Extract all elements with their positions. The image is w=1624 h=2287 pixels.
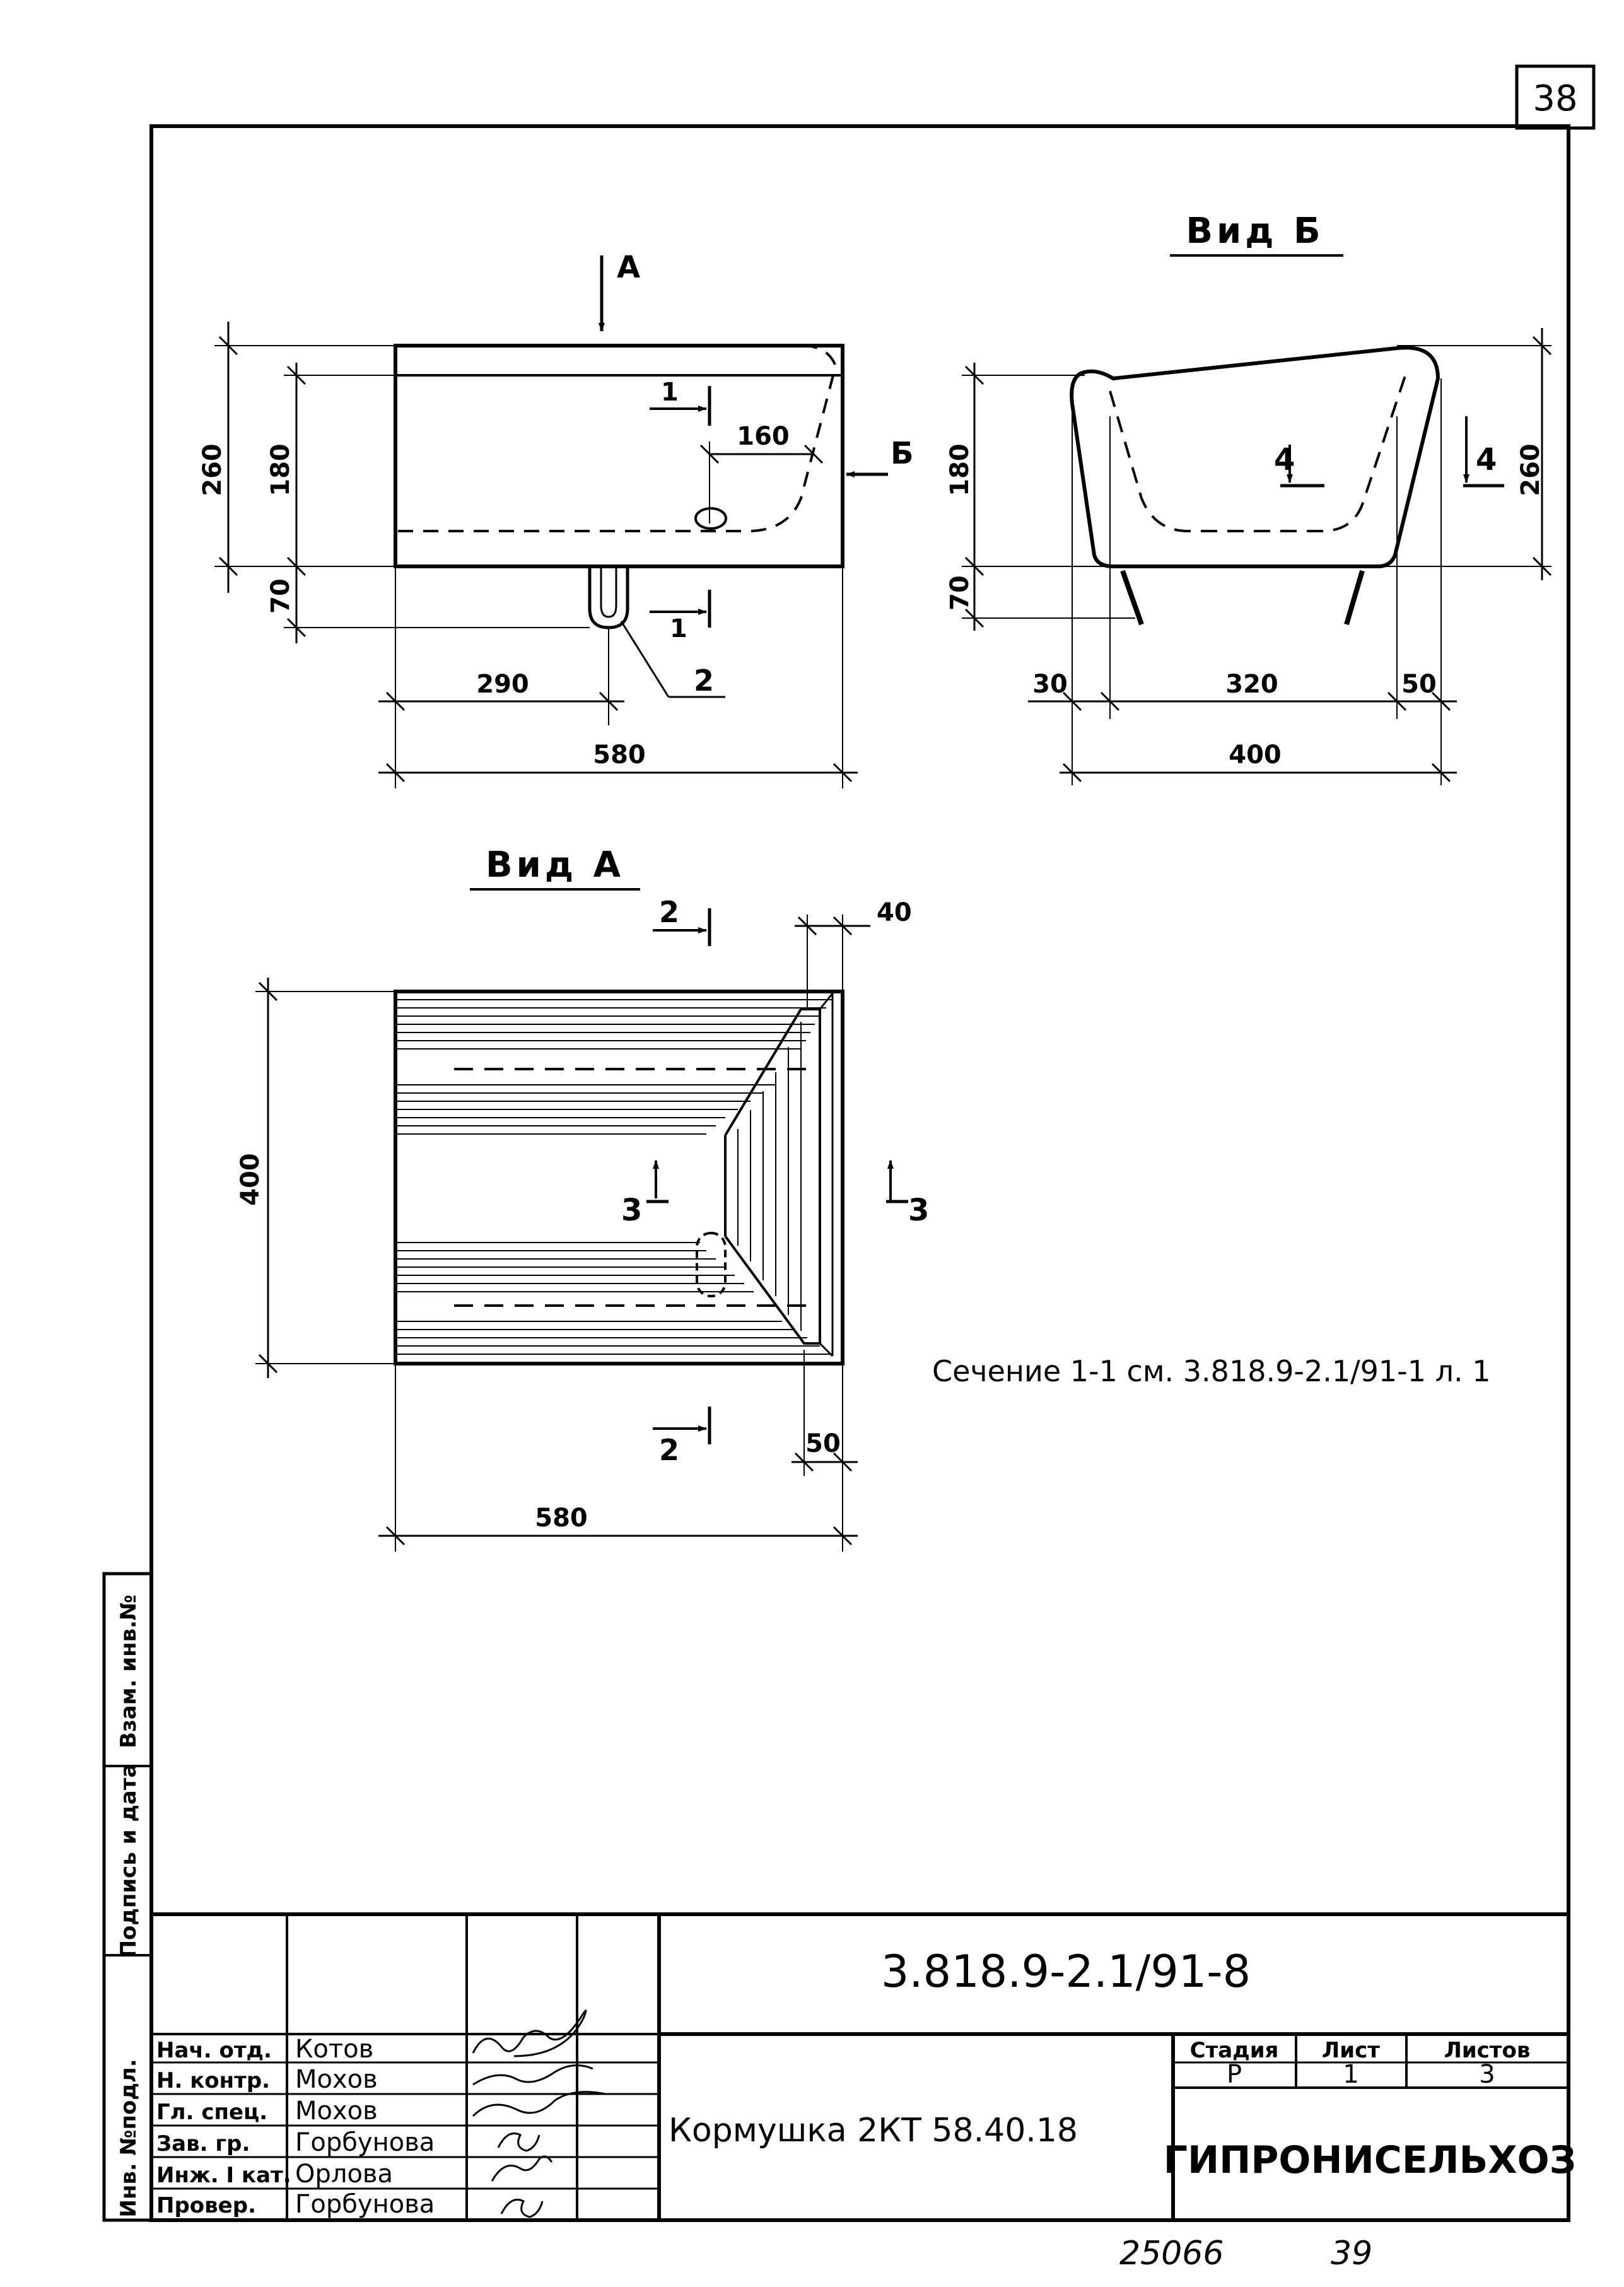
role-row-3: Гл. спец. (156, 2100, 267, 2125)
sheets-value: 3 (1479, 2060, 1495, 2089)
dim-40: 40 (877, 898, 912, 927)
dim-320: 320 (1225, 670, 1278, 699)
left-strip (102, 1572, 153, 2222)
product-name: Кормушка 2КТ 58.40.18 (669, 2112, 1078, 2150)
dim-70-b: 70 (945, 575, 974, 611)
leader-2-label: 2 (694, 664, 714, 698)
dim-400-b: 400 (1229, 740, 1282, 769)
dim-290: 290 (476, 670, 529, 699)
title-block-text: 3.818.9-2.1/91-8 Нач. отд. Котов Н. конт… (156, 1946, 1576, 2219)
dim-50-b: 50 (1401, 670, 1437, 699)
dim-580-front: 580 (593, 740, 646, 769)
name-row-3: Мохов (295, 2097, 378, 2126)
front-view (214, 255, 888, 788)
section-note: Сечение 1-1 см. 3.818.9-2.1/91-1 л. 1 (932, 1354, 1491, 1388)
sheet-number: 38 (1533, 78, 1577, 119)
view-b (962, 254, 1552, 785)
stage-value: Р (1227, 2060, 1242, 2089)
arrow-b-label: Б (891, 436, 914, 471)
signatures (472, 2009, 606, 2218)
dim-260-front: 260 (198, 443, 227, 496)
front-view-labels: А Б 1 1 260 180 70 160 290 580 2 (198, 250, 914, 769)
dim-160: 160 (737, 422, 790, 451)
footer-number-1: 25066 (1119, 2235, 1224, 2272)
front-body (394, 344, 844, 568)
dim-180-front: 180 (266, 443, 295, 496)
name-row-6: Горбунова (295, 2190, 435, 2219)
view-a (255, 888, 908, 1552)
section-2-top-label: 2 (659, 895, 679, 929)
name-row-2: Мохов (295, 2065, 378, 2094)
footer-number-2: 39 (1331, 2235, 1372, 2272)
dim-580-a: 580 (535, 1504, 588, 1533)
strip-inv-podl: Инв. №подл. (116, 2059, 141, 2217)
section-3-left-label: 3 (621, 1193, 642, 1228)
strip-signature-date: Подпись и дата (116, 1764, 141, 1958)
view-a-body (394, 990, 844, 1366)
view-a-labels: Вид А 2 2 3 3 400 40 50 580 (236, 845, 929, 1533)
role-row-6: Провер. (156, 2193, 256, 2218)
strip-vzam-inv: Взам. инв.№ (116, 1594, 141, 1748)
role-row-1: Нач. отд. (156, 2038, 272, 2063)
section-2-bottom-label: 2 (659, 1433, 679, 1467)
sheet-number-box: 38 (1515, 64, 1596, 130)
main-frame (149, 124, 1570, 2222)
title-block (151, 1912, 1569, 2220)
role-row-5: Инж. I кат. (156, 2163, 291, 2188)
sheet-value: 1 (1343, 2060, 1358, 2089)
doc-code: 3.818.9-2.1/91-8 (881, 1946, 1251, 1997)
name-row-1: Котов (295, 2035, 373, 2064)
organization: ГИПРОНИСЕЛЬХОЗ (1164, 2138, 1577, 2182)
view-b-labels: Вид Б 4 4 180 70 260 30 320 50 400 (945, 211, 1545, 769)
name-row-4: Горбунова (295, 2128, 435, 2157)
name-row-5: Орлова (295, 2160, 393, 2189)
role-row-4: Зав. гр. (156, 2131, 250, 2156)
view-b-title: Вид Б (1186, 211, 1324, 252)
section-1-bottom-label: 1 (670, 614, 687, 643)
role-row-2: Н. контр. (156, 2068, 270, 2093)
section-3-right-label: 3 (908, 1193, 929, 1228)
section-4-left-label: 4 (1274, 442, 1295, 477)
dim-70-front: 70 (266, 578, 295, 614)
stage-label: Стадия (1190, 2038, 1279, 2063)
dim-400-a: 400 (236, 1153, 265, 1206)
sheets-label: Листов (1444, 2038, 1531, 2063)
dim-30: 30 (1032, 670, 1068, 699)
dim-50-a: 50 (805, 1429, 841, 1458)
view-a-title: Вид А (486, 845, 624, 886)
dim-260-b: 260 (1516, 443, 1545, 496)
section-1-top-label: 1 (661, 378, 679, 407)
section-4-right-label: 4 (1476, 442, 1497, 477)
arrow-a-label: А (617, 250, 640, 285)
dim-180-b: 180 (945, 443, 974, 496)
sheet-label: Лист (1322, 2038, 1380, 2063)
